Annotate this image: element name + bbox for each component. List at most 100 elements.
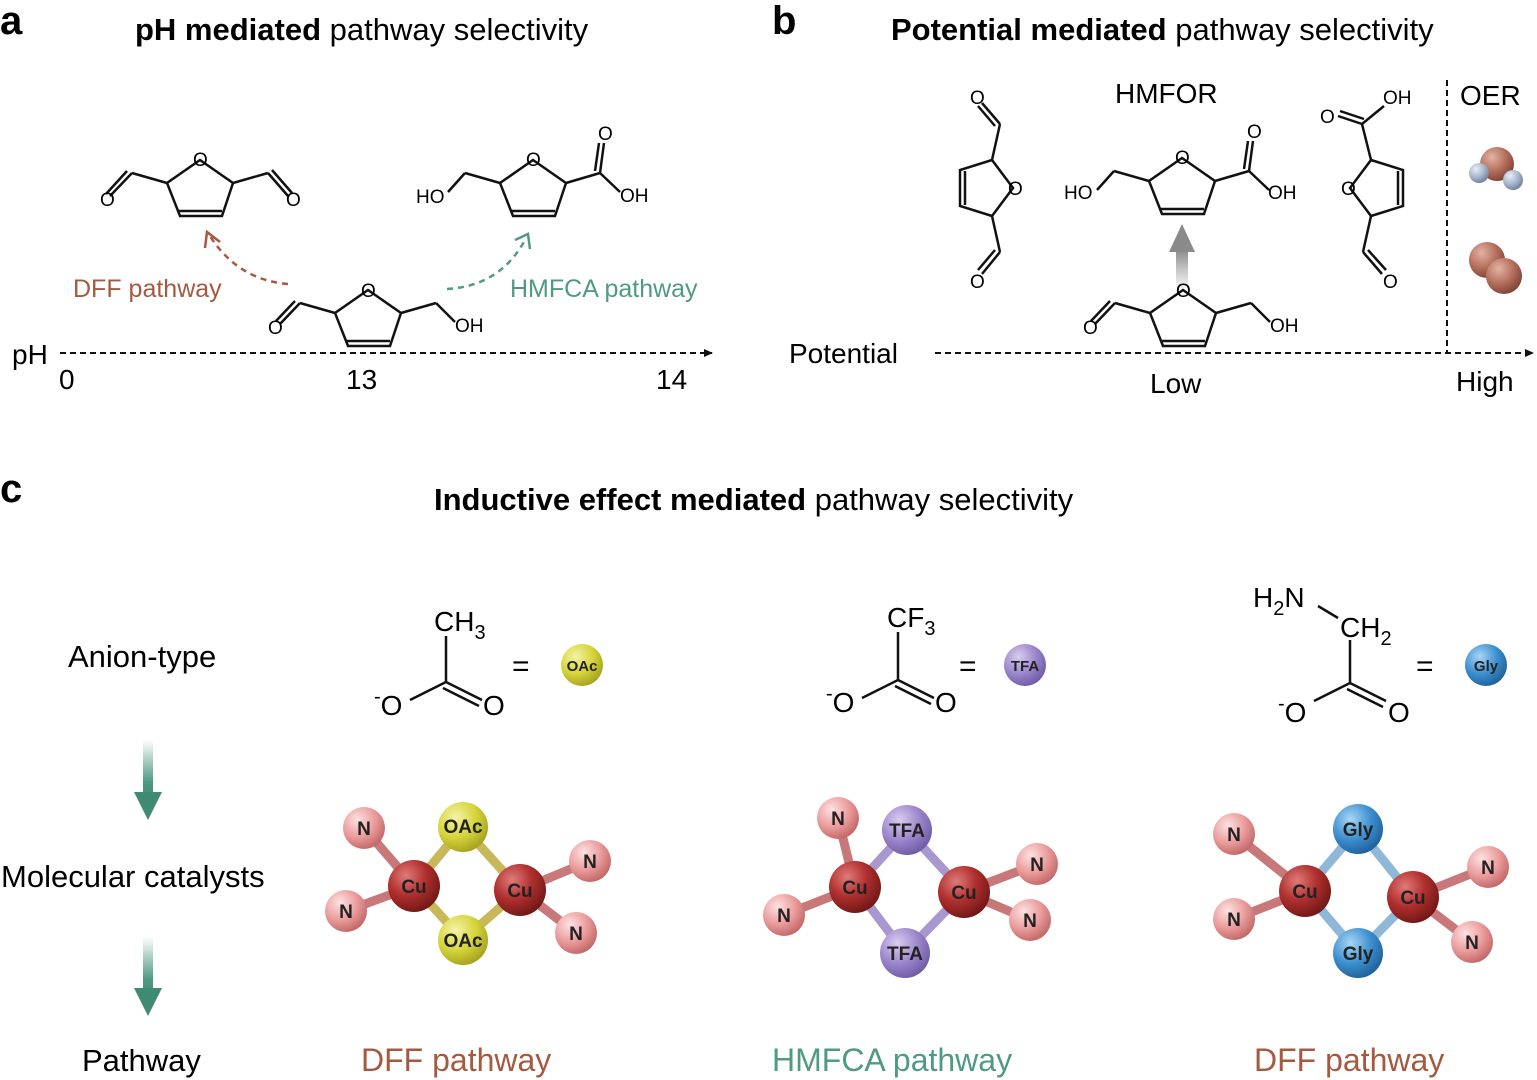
- dff-b-aldehyde-o-bottom: O: [970, 272, 985, 293]
- hmf-molecule-b: [1090, 288, 1271, 348]
- cat1-bridge-1-label: OAc: [443, 817, 483, 838]
- cat1-cu-2: [494, 864, 546, 916]
- tfa-equals: =: [959, 650, 977, 683]
- dff-b-aldehyde-o-top: O: [970, 88, 985, 109]
- hmfca-ring-o: O: [526, 150, 541, 171]
- panel-b-title-bold: Potential mediated: [891, 12, 1167, 47]
- cat2-n-4: [1009, 899, 1051, 941]
- hmf-a-oh: OH: [455, 316, 484, 337]
- cat3-n-4: [1451, 921, 1493, 963]
- acetate-o-minus: -O: [374, 686, 402, 721]
- catalyst-gly: N N N N Gly Gly Cu Cu: [1213, 804, 1509, 978]
- down-arrow-2-head: [134, 988, 162, 1016]
- hmfca-b-carbonyl-o: O: [1247, 122, 1262, 143]
- hmfca-oh: OH: [620, 186, 649, 207]
- cat3-n-1-label: N: [1227, 825, 1241, 846]
- acetate-equals: =: [512, 650, 530, 683]
- glycinate-amine-sub: 2: [1273, 598, 1284, 620]
- cat2-n-2: [763, 894, 805, 936]
- cat3-n-3: [1467, 846, 1509, 888]
- cat1-n-2: [325, 890, 367, 932]
- glycinate-o-single: O: [1285, 697, 1307, 728]
- panel-c-title-bold: Inductive effect mediated: [434, 482, 806, 517]
- cat2-cu-1: [829, 861, 881, 913]
- down-arrow-2-shaft: [143, 937, 153, 997]
- pathway-2-label: HMFCA pathway: [772, 1042, 1012, 1078]
- hmfca-b-ring-o: O: [1175, 148, 1190, 169]
- cat2-n-4-label: N: [1023, 911, 1037, 932]
- oxygen-molecule-icon: [1469, 242, 1522, 294]
- pathway-1-label: DFF pathway: [361, 1042, 551, 1078]
- hmfca-b-ho: HO: [1064, 183, 1093, 204]
- dff-molecule-b: [958, 102, 1015, 275]
- hmfca-molecule: [447, 142, 621, 218]
- cat3-bridge-1: [1333, 804, 1383, 854]
- tfa-group-sub: 3: [924, 618, 935, 640]
- panel-c: c Inductive effect mediated pathway sele…: [0, 467, 1509, 1078]
- hmf-to-hmfca-arrow-shaft: [1176, 250, 1188, 288]
- glycinate-group: CH2: [1340, 612, 1392, 650]
- ph-tick-0: 0: [59, 364, 75, 395]
- cat3-bridge-2: [1333, 928, 1383, 978]
- cat3-n-2-label: N: [1227, 910, 1241, 931]
- tfa-group: CF3: [887, 602, 935, 640]
- potential-high-label: High: [1456, 366, 1514, 397]
- panel-b-title-rest: pathway selectivity: [1167, 12, 1435, 47]
- cat1-cu-1: [388, 860, 440, 912]
- tfa-group-text: CF: [887, 602, 924, 633]
- catalyst-tfa: N N N N TFA TFA Cu Cu: [763, 797, 1058, 978]
- water-molecule-icon: [1469, 147, 1523, 190]
- cat2-cu-1-label: Cu: [842, 878, 867, 899]
- acetate-charge: -: [374, 686, 381, 708]
- cat3-cu-1: [1279, 865, 1331, 917]
- cat1-bridge-2-label: OAc: [443, 931, 483, 952]
- tfa-bead: [1004, 644, 1046, 686]
- cat3-n-3-label: N: [1481, 858, 1495, 879]
- panel-c-title-rest: pathway selectivity: [806, 482, 1074, 517]
- cat3-n-2: [1213, 898, 1255, 940]
- pathway-3-label: DFF pathway: [1254, 1042, 1444, 1078]
- dff-molecule: [105, 158, 293, 218]
- cat2-n-3: [1016, 843, 1058, 885]
- oac-bead-label: OAc: [567, 658, 598, 675]
- panel-a-letter: a: [0, 0, 23, 43]
- acetate-group-text: CH: [434, 606, 474, 637]
- catalyst-oac: N N N N OAc OAc Cu Cu: [325, 802, 611, 965]
- cat2-bridge-2-label: TFA: [887, 944, 923, 965]
- glycinate-o-minus: -O: [1278, 693, 1306, 728]
- hmf-b-ring-o: O: [1176, 281, 1191, 302]
- glycinate-amine-n: N: [1284, 582, 1304, 613]
- cat2-bridge-1: [882, 805, 932, 855]
- ffca-carbonyl-o: O: [1320, 107, 1335, 128]
- dff-pathway-arrowhead: [203, 229, 221, 249]
- molecular-catalysts-label: Molecular catalysts: [1, 859, 265, 894]
- cat3-cu-1-label: Cu: [1292, 882, 1317, 903]
- anion-type-label: Anion-type: [68, 639, 216, 674]
- panel-c-title: Inductive effect mediated pathway select…: [434, 482, 1074, 517]
- cat2-cu-2: [938, 866, 990, 918]
- dff-ring-o: O: [193, 150, 208, 171]
- cat3-n-1: [1213, 813, 1255, 855]
- tfa-o-single: O: [833, 687, 855, 718]
- glycinate-amine: H2N: [1253, 582, 1305, 620]
- hmfca-carbonyl-o: O: [598, 124, 613, 145]
- hmfca-b-oh: OH: [1268, 183, 1297, 204]
- hmfca-molecule-b: [1096, 140, 1270, 216]
- ffca-oh: OH: [1383, 88, 1412, 109]
- cat3-bridge-1-label: Gly: [1343, 820, 1374, 841]
- hmf-a-ring-o: O: [361, 281, 376, 302]
- cat1-cu-2-label: Cu: [507, 881, 532, 902]
- oac-bead: [561, 644, 603, 686]
- cat2-cu-2-label: Cu: [951, 883, 976, 904]
- cat1-n-4: [555, 912, 597, 954]
- cat2-bridge-2: [880, 928, 930, 978]
- hmfca-pathway-arrow: [446, 239, 527, 291]
- cat2-n-1-label: N: [831, 809, 845, 830]
- oer-label: OER: [1460, 80, 1521, 111]
- hmf-b-aldehyde-o: O: [1083, 318, 1098, 339]
- glycinate-group-sub: 2: [1380, 628, 1391, 650]
- cat2-n-3-label: N: [1030, 855, 1044, 876]
- cat3-bridge-2-label: Gly: [1343, 944, 1374, 965]
- pathway-row-label: Pathway: [82, 1043, 201, 1078]
